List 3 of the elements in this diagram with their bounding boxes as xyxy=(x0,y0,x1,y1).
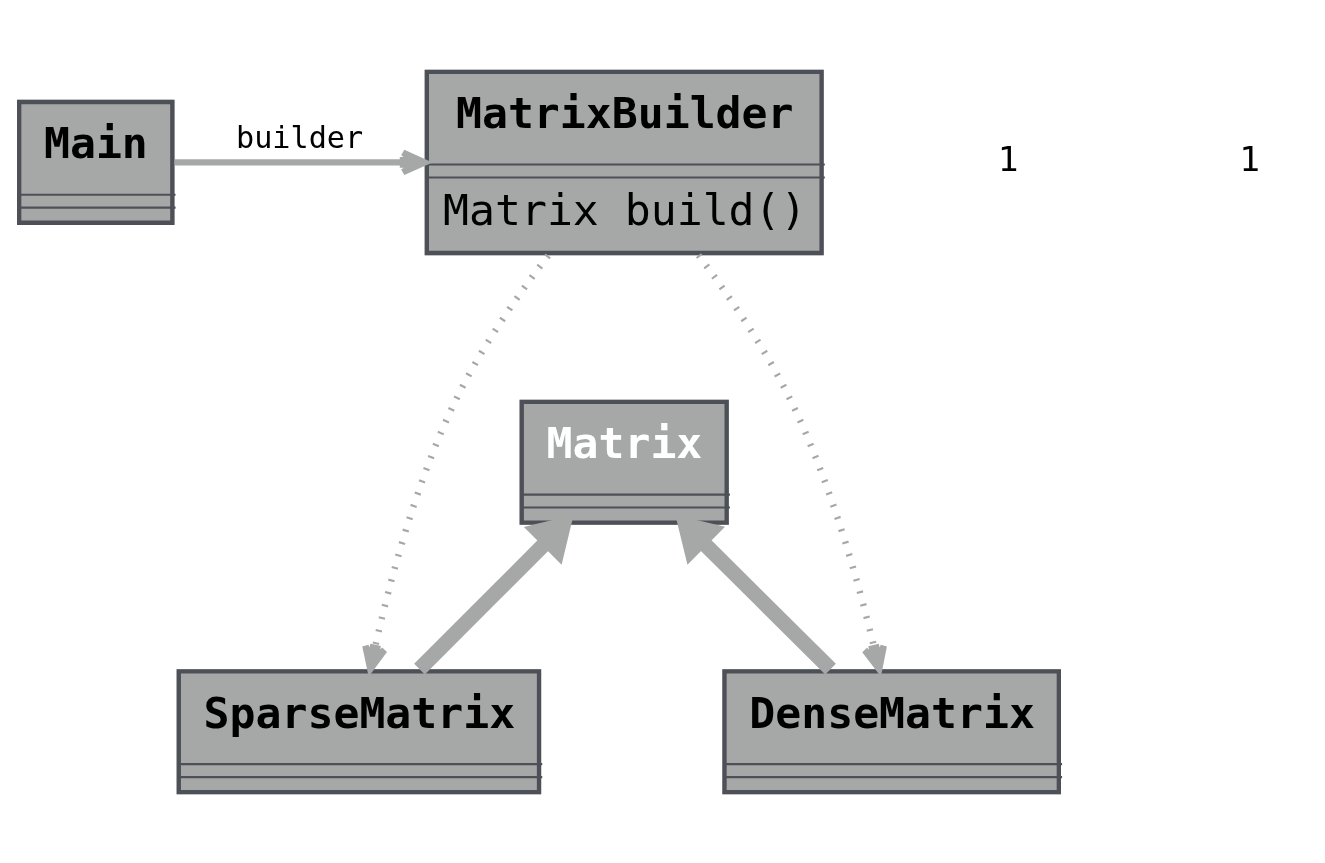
edge-label: builder xyxy=(235,119,364,155)
label: 1 xyxy=(997,138,1019,179)
label: 1 xyxy=(1239,138,1261,179)
